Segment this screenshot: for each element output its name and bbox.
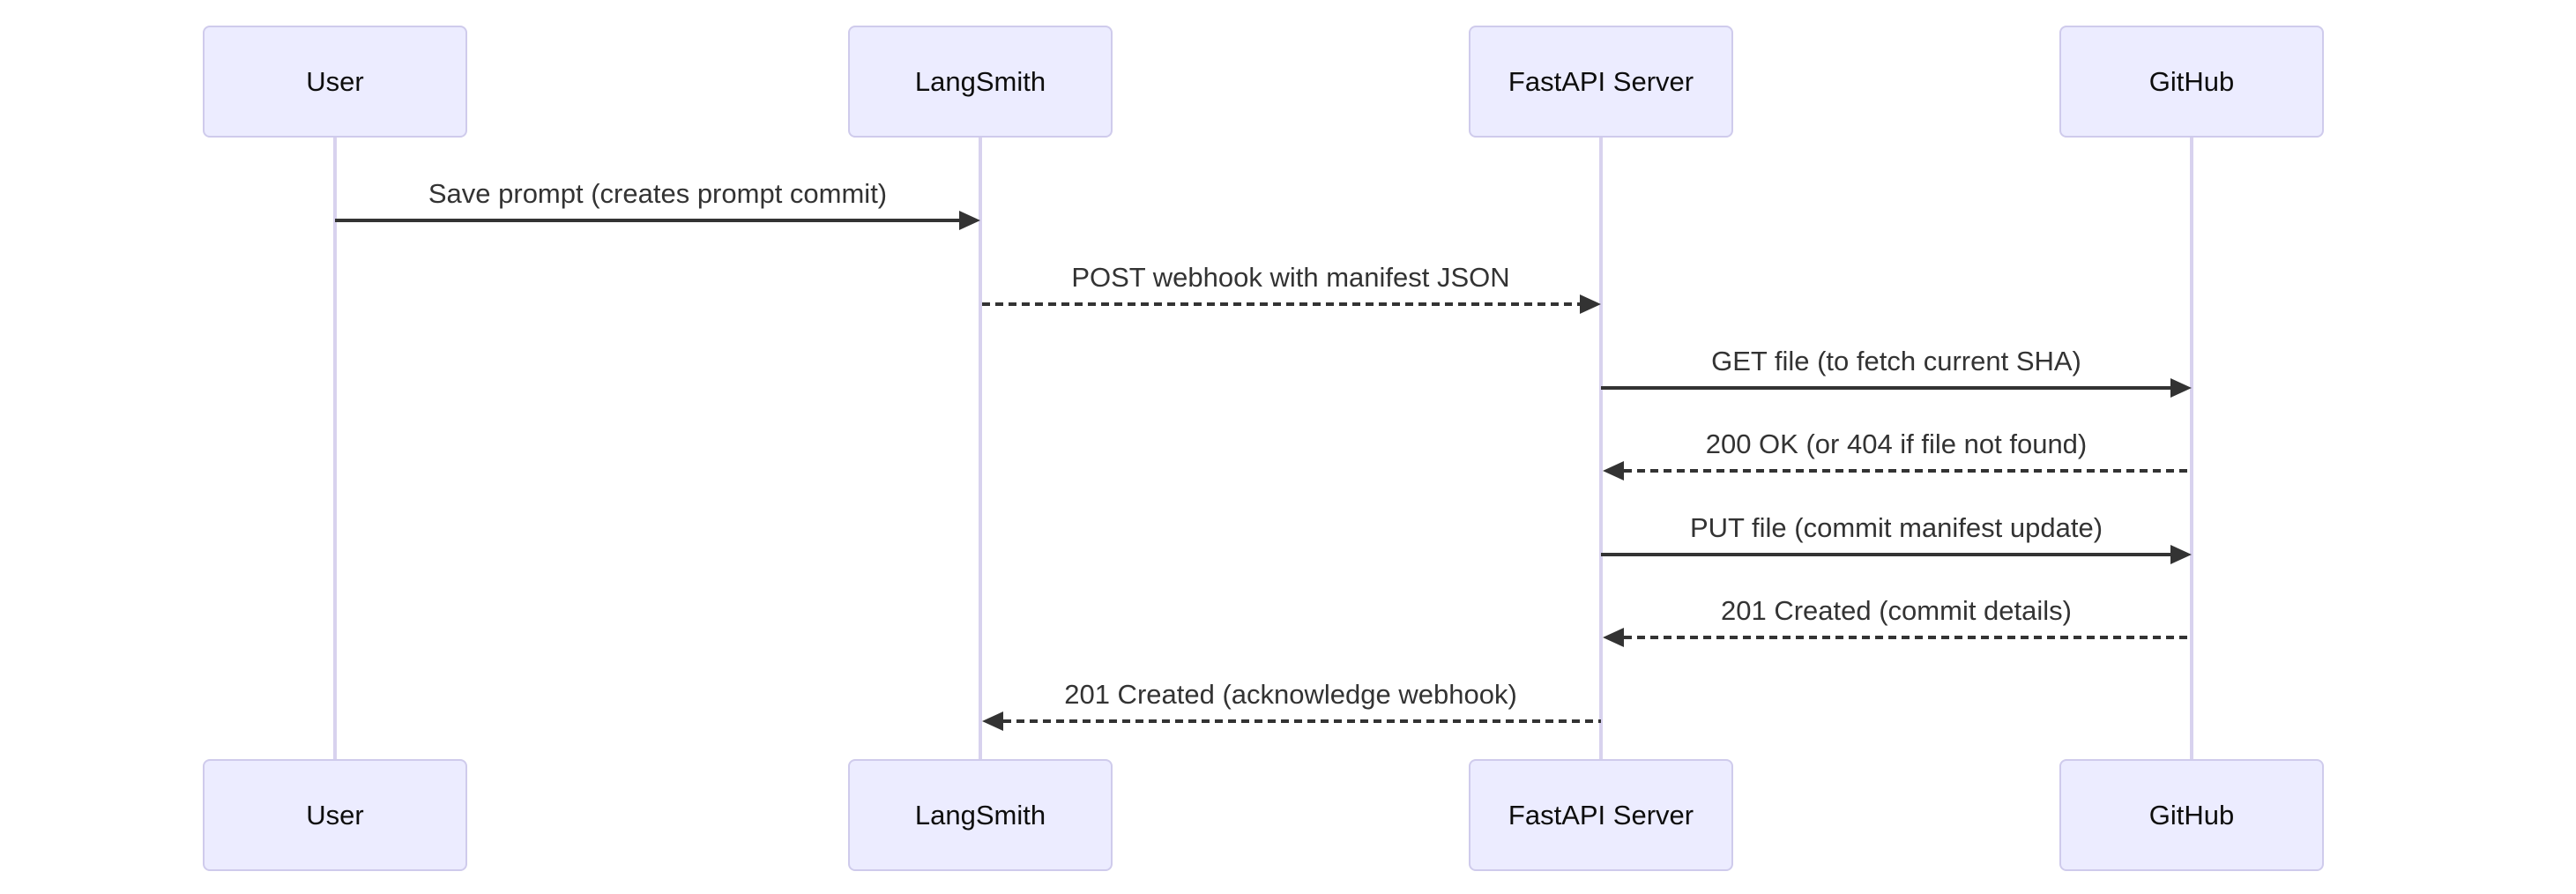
actor-label: LangSmith — [914, 799, 1046, 831]
message-line — [982, 302, 1580, 306]
message-line — [1624, 636, 2192, 639]
actor-label: FastAPI Server — [1508, 799, 1694, 831]
lifeline-langsmith — [979, 138, 982, 759]
arrowhead-left-icon — [982, 711, 1003, 731]
arrowhead-right-icon — [2170, 378, 2192, 398]
actor-label: GitHub — [2148, 799, 2235, 831]
arrowhead-right-icon — [2170, 545, 2192, 564]
lifeline-fastapi-server — [1599, 138, 1603, 759]
message-line — [1624, 469, 2192, 473]
actor-box-langsmith-top: LangSmith — [848, 26, 1113, 138]
message-label: GET file (to fetch current SHA) — [1711, 346, 2081, 376]
actor-box-github-top: GitHub — [2059, 26, 2324, 138]
actor-box-user-top: User — [203, 26, 467, 138]
actor-box-user-bottom: User — [203, 759, 467, 871]
message-label: 201 Created (acknowledge webhook) — [1064, 679, 1517, 710]
message-line — [1601, 386, 2170, 390]
arrowhead-right-icon — [959, 211, 980, 230]
message-label: 201 Created (commit details) — [1721, 595, 2072, 626]
actor-box-langsmith-bottom: LangSmith — [848, 759, 1113, 871]
message-label: PUT file (commit manifest update) — [1689, 512, 2103, 543]
arrowhead-left-icon — [1603, 461, 1624, 481]
actor-box-fastapi-server-top: FastAPI Server — [1469, 26, 1733, 138]
message-label: POST webhook with manifest JSON — [1071, 262, 1510, 293]
actor-label: FastAPI Server — [1508, 65, 1694, 97]
arrowhead-right-icon — [1580, 294, 1601, 314]
actor-box-github-bottom: GitHub — [2059, 759, 2324, 871]
message-label: Save prompt (creates prompt commit) — [428, 178, 888, 209]
actor-label: User — [306, 65, 364, 97]
lifeline-user — [333, 138, 337, 759]
actor-label: LangSmith — [914, 65, 1046, 97]
message-line — [1003, 719, 1601, 723]
actor-label: User — [306, 799, 364, 831]
actor-box-fastapi-server-bottom: FastAPI Server — [1469, 759, 1733, 871]
message-line — [1601, 553, 2170, 556]
message-label: 200 OK (or 404 if file not found) — [1705, 428, 2088, 459]
message-line — [335, 219, 959, 222]
lifeline-github — [2190, 138, 2193, 759]
arrowhead-left-icon — [1603, 628, 1624, 647]
actor-label: GitHub — [2148, 65, 2235, 97]
